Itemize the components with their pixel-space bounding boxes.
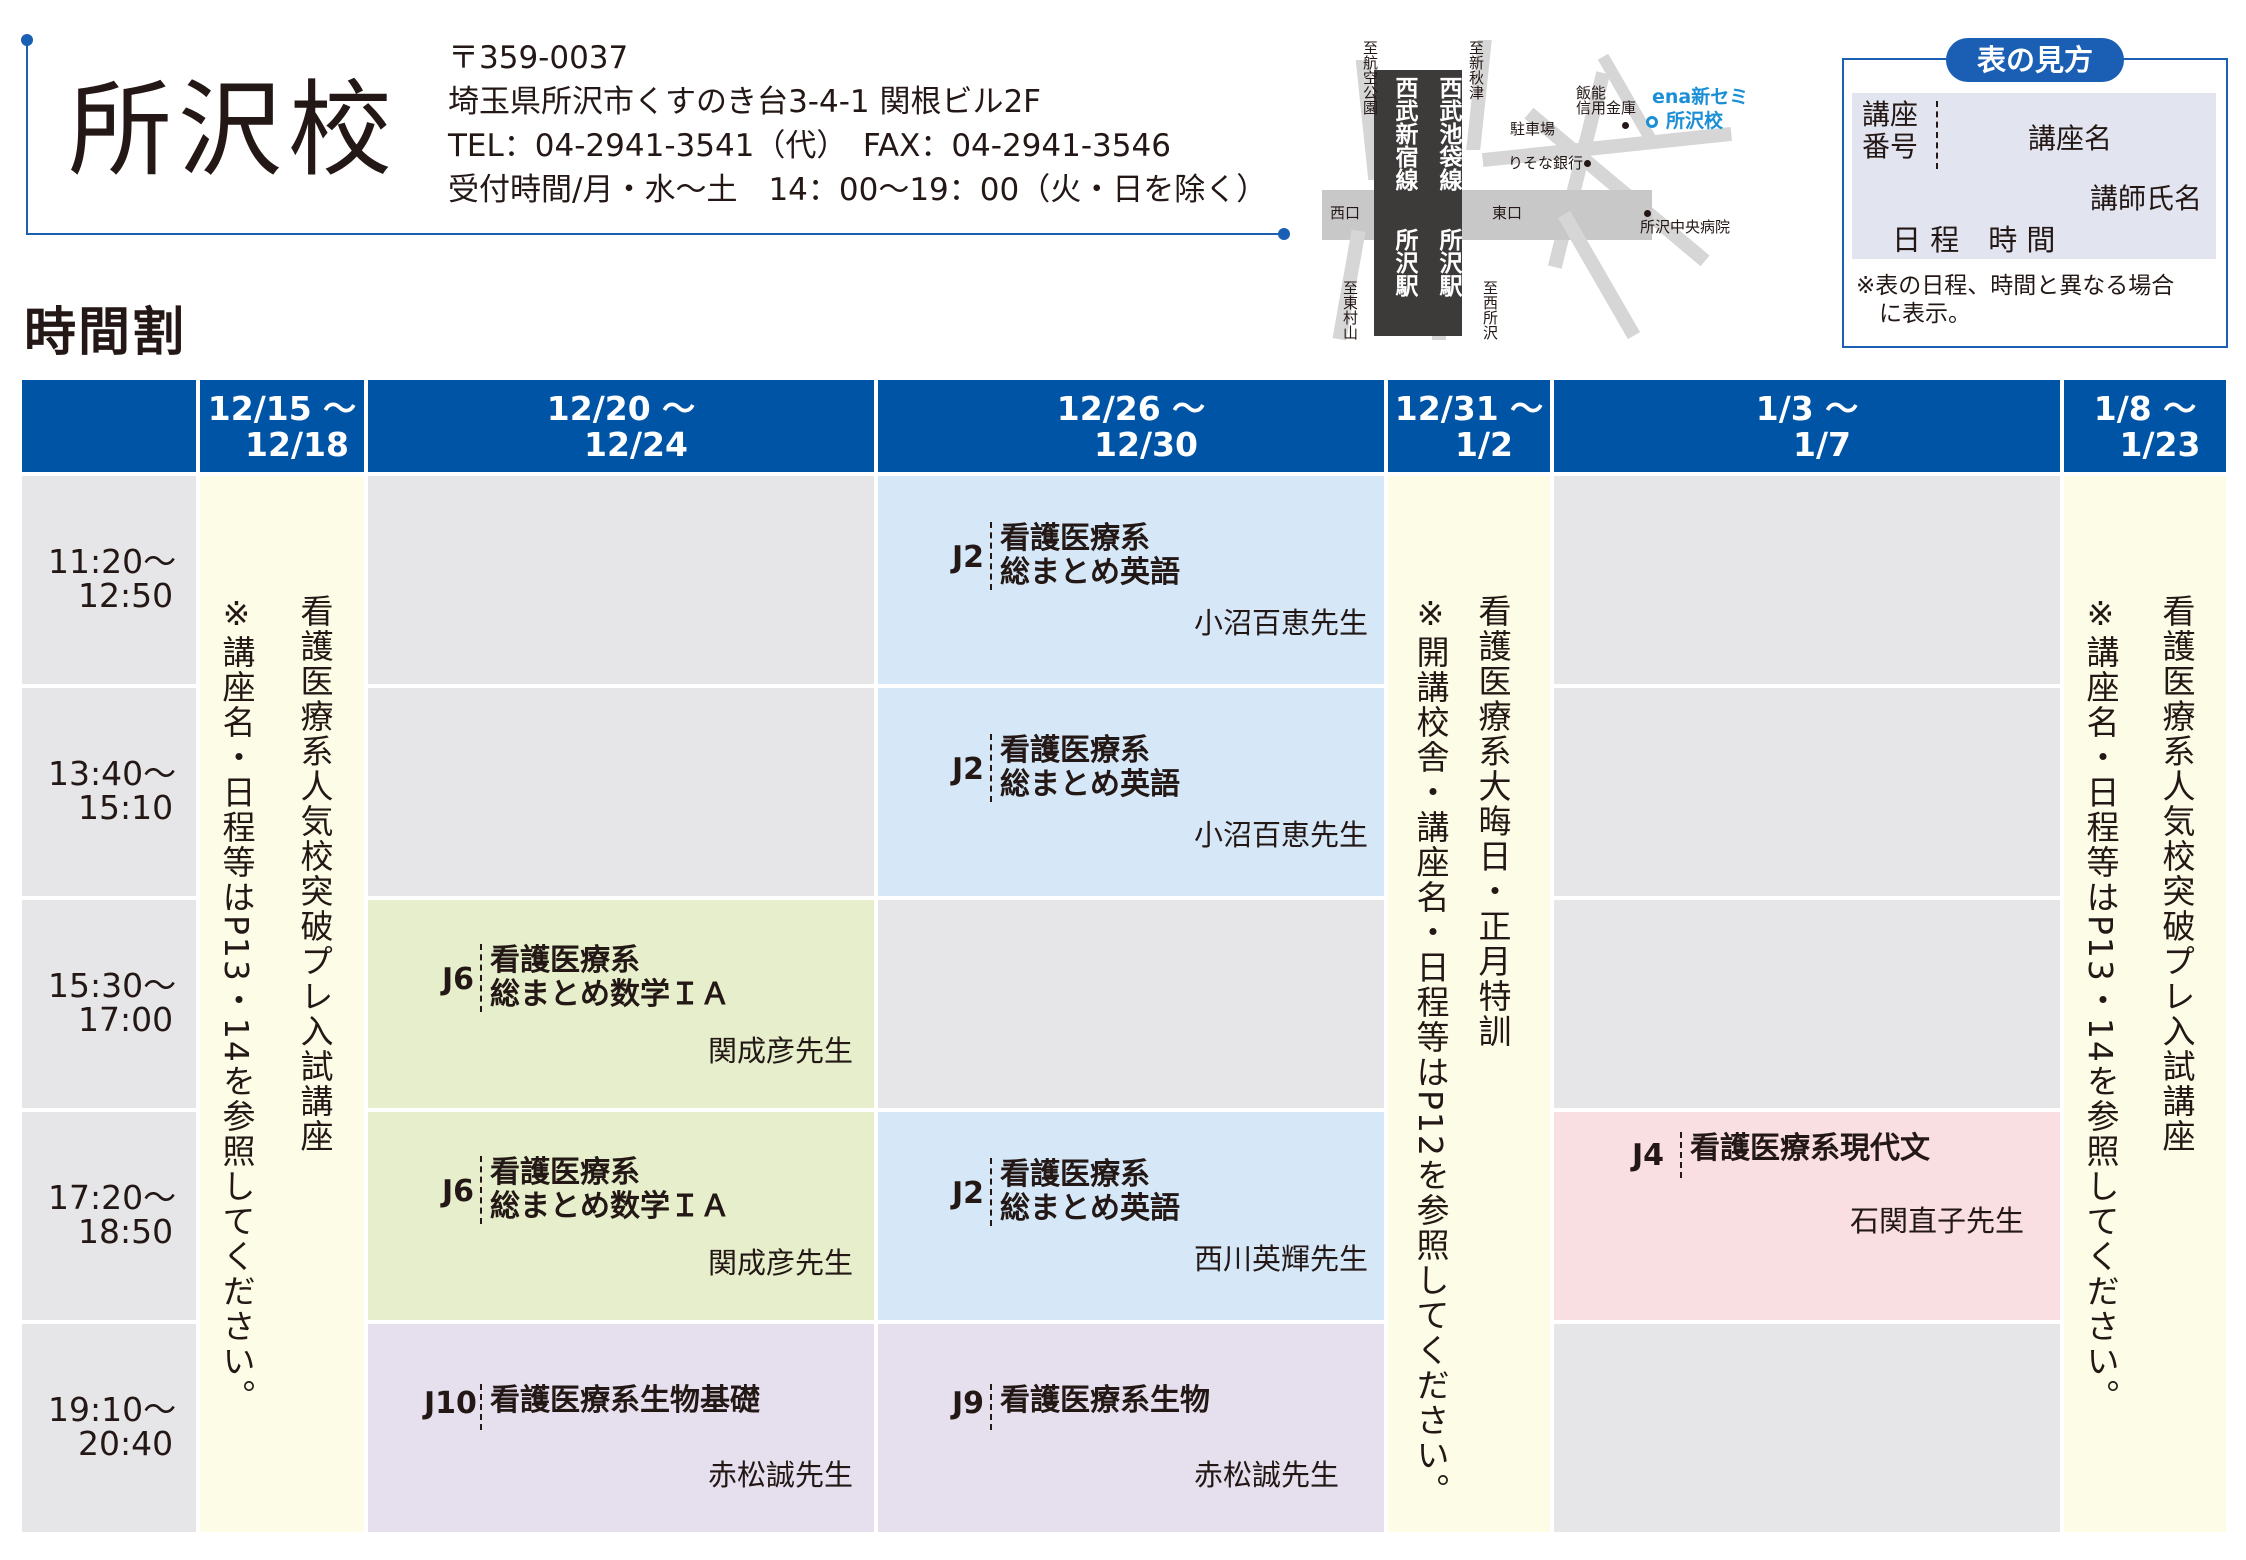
west-exit-label: 西口 [1330,204,1361,222]
course-name: 看護医療系 総まとめ英語 [990,734,1180,802]
course-cell-r3-c2: J6 看護医療系 総まとめ数学ＩＡ 関成彦先生 [368,900,874,1108]
legend-code-label: 講座 番号 [1862,98,1919,163]
column-header-1: 12/15 〜12/18 [200,380,364,472]
legend-sample: 講座 番号 講座名 講師氏名 日 程 時 間 [1852,93,2216,259]
course-name: 看護医療系生物 [990,1384,1210,1430]
reception-hours: 受付時間/月・水〜土 14：00〜19：00（火・日を除く） [448,172,1268,208]
course-cell-r5-c2: J10 看護医療系生物基礎 赤松誠先生 [368,1324,874,1532]
col1-note: ※講座名・日程等はP13・14を参照してください。 [217,594,256,1414]
course-cell-r5-c3: J9 看護医療系生物 赤松誠先生 [878,1324,1384,1532]
course-cell-r4-c5: J4 看護医療系現代文 石関直子先生 [1554,1112,2060,1320]
empty-cell-r3-c5 [1554,900,2060,1108]
tel-fax: TEL：04-2941-3541（代） FAX：04-2941-3546 [448,128,1171,164]
course-code: J4 [1632,1138,1665,1173]
course-teacher: 赤松誠先生 [708,1458,854,1492]
course-teacher: 関成彦先生 [708,1246,854,1280]
legend-note: ※表の日程、時間と異なる場合 に表示。 [1856,273,2175,327]
note-cell-col1: ※講座名・日程等はP13・14を参照してください。 看護医療系人気校突破プレ入試… [200,476,364,1532]
access-map: 西武新宿線 西武池袋線 所沢駅 所沢駅 至航空公園 至新秋津 至東村山 至西所沢… [1322,30,1762,350]
course-cell-r2-c3: J2 看護医療系 総まとめ英語 小沼百恵先生 [878,688,1384,896]
school-name: 所沢校 [68,69,399,191]
time-slot-4: 17:20〜 18:50 [22,1112,196,1320]
course-teacher: 関成彦先生 [708,1034,854,1068]
timetable-heading: 時間割 [24,303,187,363]
parking-label: 駐車場 [1510,120,1556,138]
course-name: 看護医療系 総まとめ英語 [990,522,1180,590]
time-slot-2: 13:40〜 15:10 [22,688,196,896]
col6-note: ※講座名・日程等はP13・14を参照してください。 [2081,594,2120,1414]
resona-bank-label: りそな銀行 [1508,154,1584,172]
address: 埼玉県所沢市くすのき台3-4-1 関根ビル2F [448,84,1042,120]
course-teacher: 小沼百恵先生 [1194,818,1369,852]
course-code: J10 [424,1386,477,1421]
empty-cell-r2-c5 [1554,688,2060,896]
course-teacher: 石関直子先生 [1850,1204,2025,1238]
course-name: 看護医療系 総まとめ数学ＩＡ [480,1156,730,1224]
hanno-bank-label: 飯能 信用金庫 [1576,84,1637,117]
tokorozawa-station-left: 所沢駅 [1374,220,1418,336]
empty-cell-r1-c2 [368,476,874,684]
column-header-6: 1/8 〜1/23 [2064,380,2226,472]
col4-title: 看護医療系大晦日・正月特訓 [1473,594,1512,1049]
course-code: J6 [442,1174,475,1209]
empty-cell-r3-c3 [878,900,1384,1108]
col1-title: 看護医療系人気校突破プレ入試講座 [295,594,334,1154]
legend-title: 表の見方 [1946,38,2124,82]
hospital-label: 所沢中央病院 [1640,218,1731,236]
seibu-shinjuku-line: 西武新宿線 [1374,70,1418,222]
empty-cell-r5-c5 [1554,1324,2060,1532]
time-slot-1: 11:20〜 12:50 [22,476,196,684]
to-nishi-tokorozawa: 至西所沢 [1481,280,1499,340]
course-code: J6 [442,962,475,997]
time-slot-3: 15:30〜 17:00 [22,900,196,1108]
column-header-5: 1/3 〜1/7 [1554,380,2060,472]
ena-label-1: ena新セミ [1652,86,1749,108]
course-name: 看護医療系現代文 [1680,1132,1930,1178]
tokorozawa-station-right: 所沢駅 [1418,220,1462,336]
to-koku-koen: 至航空公園 [1361,40,1379,115]
column-header-2: 12/20 〜12/24 [368,380,874,472]
course-code: J9 [952,1386,985,1421]
course-code: J2 [952,752,985,787]
seibu-ikebukuro-line: 西武池袋線 [1418,70,1462,222]
legend-course-label: 講座名 [2028,122,2113,155]
east-exit-label: 東口 [1492,204,1523,222]
cell-r4-c5-background: J4 看護医療系現代文 石関直子先生 [1554,1112,2060,1320]
course-teacher: 西川英輝先生 [1194,1242,1369,1276]
course-name: 看護医療系 総まとめ英語 [990,1158,1180,1226]
empty-cell-r2-c2 [368,688,874,896]
col4-note: ※開講校舎・講座名・日程等はP12を参照してください。 [1411,594,1450,1508]
time-slot-5: 19:10〜 20:40 [22,1324,196,1532]
course-code: J2 [952,1176,985,1211]
title-frame [21,34,1290,240]
course-name: 看護医療系 総まとめ数学ＩＡ [480,944,730,1012]
col6-title: 看護医療系人気校突破プレ入試講座 [2157,594,2196,1154]
header-corner [22,380,196,472]
empty-cell-r1-c5 [1554,476,2060,684]
column-header-4: 12/31 〜1/2 [1388,380,1550,472]
to-higashi-murayama: 至東村山 [1341,280,1359,340]
to-shin-akitsu: 至新秋津 [1467,40,1485,100]
course-teacher: 小沼百恵先生 [1194,606,1369,640]
postal-code: 〒359-0037 [448,40,629,76]
legend-teacher-label: 講師氏名 [2090,182,2203,215]
note-cell-col6: ※講座名・日程等はP13・14を参照してください。 看護医療系人気校突破プレ入試… [2064,476,2226,1532]
timetable: 12/15 〜12/18 12/20 〜12/24 12/26 〜12/30 1… [22,380,2226,1540]
legend-schedule-label: 日 程 時 間 [1892,223,2056,257]
course-code: J2 [952,540,985,575]
ena-label-2: 所沢校 [1666,110,1724,132]
course-cell-r1-c3: J2 看護医療系 総まとめ英語 小沼百恵先生 [878,476,1384,684]
note-cell-col4: ※開講校舎・講座名・日程等はP12を参照してください。 看護医療系大晦日・正月特… [1388,476,1550,1532]
course-cell-r4-c3: J2 看護医療系 総まとめ英語 西川英輝先生 [878,1112,1384,1320]
course-cell-r4-c2: J6 看護医療系 総まとめ数学ＩＡ 関成彦先生 [368,1112,874,1320]
course-name: 看護医療系生物基礎 [480,1384,760,1430]
course-teacher: 赤松誠先生 [1194,1458,1340,1492]
location-marker-icon [1646,116,1658,128]
column-header-3: 12/26 〜12/30 [878,380,1384,472]
